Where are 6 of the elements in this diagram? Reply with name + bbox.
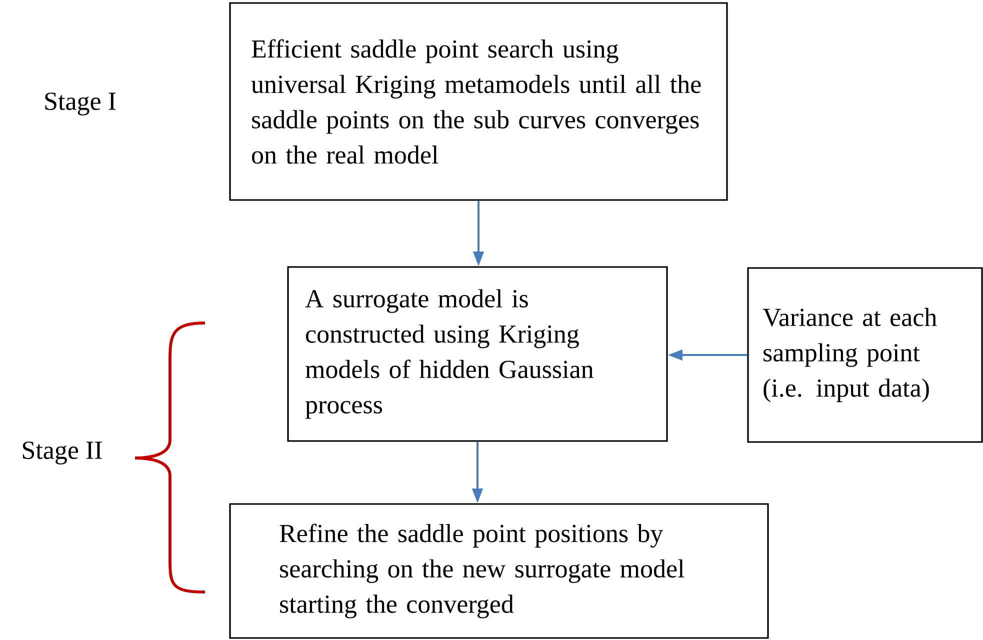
process-box: Refine the saddle point positions by searching on the new surrogate model starting the converged xyxy=(229,503,769,639)
process-box: A surrogate model is constructed using Kriging models of hidden Gaussian process xyxy=(287,266,668,442)
process-box: Variance at each sampling point (i.e. input data) xyxy=(747,267,983,443)
stage-label: Stage II xyxy=(22,442,102,464)
stage-label: Stage I xyxy=(45,92,116,116)
process-box: Efficient saddle point search using universal Kriging metamodels until all the saddle points on the sub curves converges on the real model xyxy=(229,2,728,201)
